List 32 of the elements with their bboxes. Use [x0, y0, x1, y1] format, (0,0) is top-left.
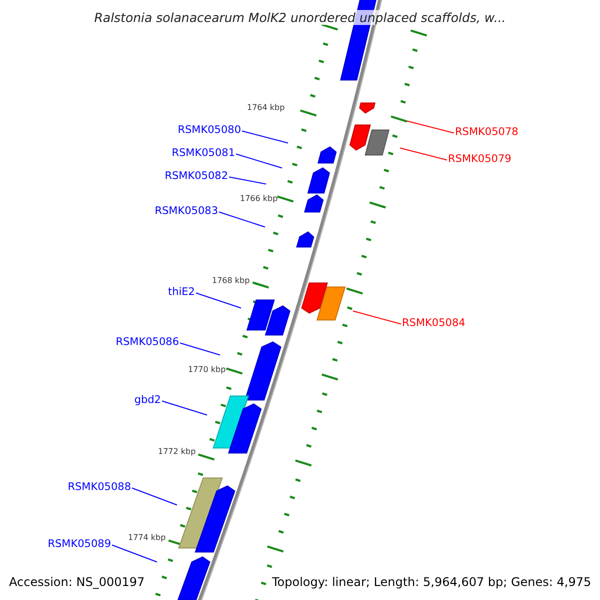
scale-label: 1768 kbp — [212, 276, 250, 285]
gene-label: RSMK05080 — [178, 124, 241, 136]
leader-line — [406, 120, 454, 134]
leader-line — [162, 400, 208, 416]
gene-label: gbd2 — [134, 394, 161, 406]
scale-label: 1764 kbp — [247, 103, 285, 112]
gene-label: RSMK05078 — [455, 126, 518, 138]
leader-line — [228, 176, 266, 184]
leader-line — [242, 130, 288, 144]
gene-label: RSMK05083 — [154, 205, 218, 217]
gene-label: RSMK05082 — [164, 170, 228, 182]
leader-line — [236, 154, 282, 168]
leader-line — [196, 292, 242, 308]
leader-line — [352, 310, 402, 324]
gene-label: RSMK05086 — [116, 336, 179, 348]
scale-label: 1774 kbp — [128, 533, 166, 542]
gene-label: RSMK05084 — [402, 317, 466, 329]
gene-label: thiE2 — [168, 286, 195, 298]
footer-text: Topology: linear; Length: 5,964,607 bp; Genes: 4,975 — [272, 575, 592, 589]
gene-label: RSMK05081 — [172, 147, 235, 159]
gene-label: RSMK05088 — [68, 481, 131, 493]
footer-text: Accession: NS_000197 — [9, 575, 145, 589]
leader-line — [132, 488, 178, 506]
scale-label: 1770 kbp — [188, 365, 226, 374]
leader-line — [112, 544, 158, 562]
scale-label: 1766 kbp — [240, 194, 278, 203]
leader-line — [180, 342, 220, 356]
leader-line — [218, 212, 266, 228]
gene-label: RSMK05089 — [48, 538, 111, 550]
leader-line — [400, 148, 448, 160]
scale-label: 1772 kbp — [158, 447, 196, 456]
gene-label: RSMK05079 — [448, 153, 512, 165]
